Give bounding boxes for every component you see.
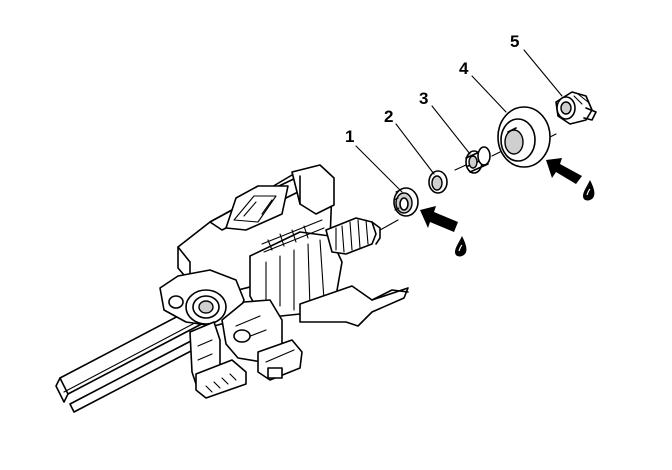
callout-1: 1 [345, 127, 354, 146]
column-housing [159, 164, 409, 399]
part-4-shroud [497, 106, 551, 168]
assembly-axis-line [379, 219, 399, 231]
part-5-connector [555, 91, 597, 125]
part-3-spring [465, 146, 491, 174]
callout-2: 2 [384, 107, 393, 126]
callout-4: 4 [459, 59, 469, 78]
lubricant-drop-icon [583, 180, 595, 201]
callout-5: 5 [510, 32, 519, 51]
callout-leaders [355, 49, 563, 193]
lubricant-drop-icon [455, 236, 467, 257]
part-2-ring [428, 170, 448, 194]
callout-3: 3 [419, 89, 428, 108]
push-arrow-icon [420, 206, 458, 232]
part-1-bearing [393, 187, 419, 217]
push-arrow-icon [546, 158, 582, 184]
